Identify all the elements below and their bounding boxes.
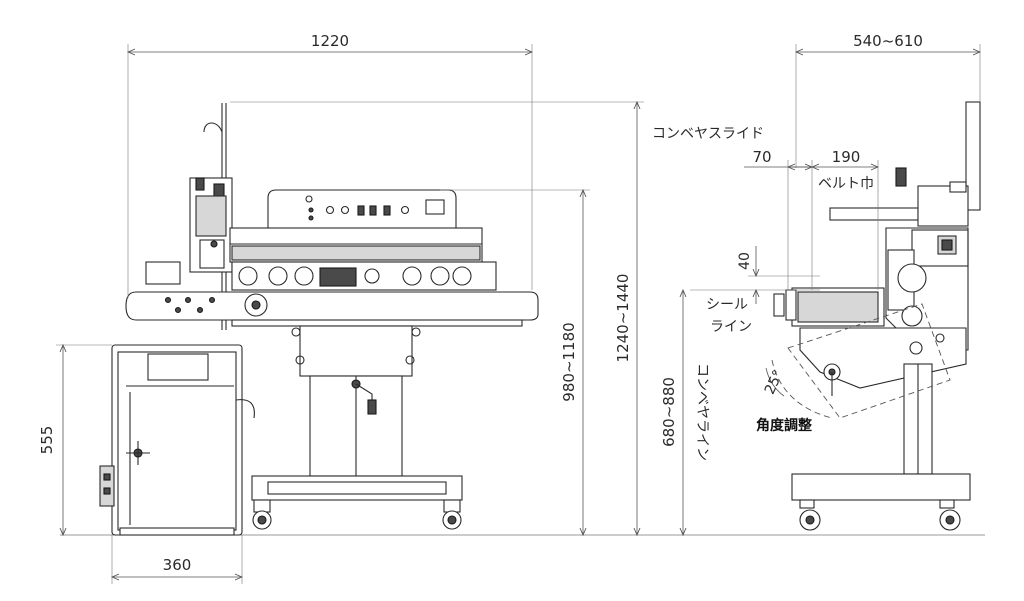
dim-555: 555 (38, 426, 56, 455)
label-seal-line-1: シール (706, 297, 748, 313)
dim-1220: 1220 (311, 32, 349, 50)
dim-70: 70 (752, 148, 771, 166)
label-seal-line-2: ライン (710, 319, 752, 335)
printer-cabinet (99, 344, 255, 536)
dim-540-610: 540~610 (853, 32, 923, 50)
dim-980-1180: 980~1180 (560, 322, 578, 401)
dim-360: 360 (163, 556, 192, 574)
label-conveyor-line: コンベヤライン (694, 363, 710, 461)
label-belt-width: ベルト巾 (818, 176, 874, 192)
label-conveyor-slide: コンベヤスライド (652, 126, 764, 142)
label-angle-adjust: 角度調整 (756, 417, 813, 434)
dim-190: 190 (832, 148, 861, 166)
dim-1240-1440: 1240~1440 (614, 274, 632, 363)
dim-40: 40 (737, 252, 753, 270)
dim-680-880: 680~880 (660, 377, 678, 447)
label-angle-25: 25° (762, 368, 787, 397)
dimension-lines (56, 44, 980, 584)
sealer-side-view (771, 101, 981, 531)
sealer-front-view (125, 103, 539, 530)
